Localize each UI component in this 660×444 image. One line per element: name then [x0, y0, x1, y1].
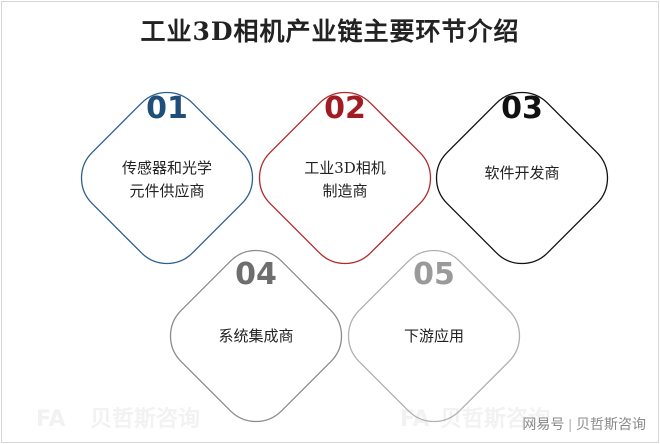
page-title: 工业3D相机产业链主要环节介绍 — [140, 17, 520, 46]
node-label-03: 软件开发商 — [484, 164, 559, 182]
node-label-01-line2: 元件供应商 — [129, 182, 204, 200]
footer-separator: | — [568, 416, 572, 432]
node-label-05: 下游应用 — [404, 327, 464, 345]
node-number-05: 05 — [413, 257, 455, 292]
node-number-03: 03 — [501, 91, 543, 126]
node-number-01: 01 — [146, 91, 188, 126]
watermark: FA 贝哲斯咨询 FA 贝哲斯咨询 — [36, 406, 550, 432]
node-number-02: 02 — [324, 91, 366, 126]
node-shape-03 — [435, 91, 609, 265]
node-label-02-line2: 制造商 — [322, 182, 367, 200]
node-shape-04 — [169, 249, 343, 423]
node-shape-02 — [258, 91, 432, 265]
node-number-04: 04 — [235, 257, 277, 292]
node-label-01-line1: 传感器和光学 — [122, 159, 212, 177]
node-label-02-line1: 工业3D相机 — [304, 159, 386, 177]
footer-platform: 网易号 — [522, 416, 565, 432]
node-shape-05 — [347, 249, 521, 423]
watermark-glyph: FA — [400, 407, 430, 432]
node-label-04: 系统集成商 — [218, 327, 293, 345]
footer-brand: 贝哲斯咨询 — [576, 416, 646, 432]
watermark-glyph: FA — [36, 407, 66, 432]
source-footer: 网易号|贝哲斯咨询 — [522, 414, 646, 434]
watermark-text: 贝哲斯咨询 — [90, 406, 200, 432]
watermark-text: 贝哲斯咨询 — [440, 406, 550, 432]
node-shape-01 — [80, 91, 254, 265]
